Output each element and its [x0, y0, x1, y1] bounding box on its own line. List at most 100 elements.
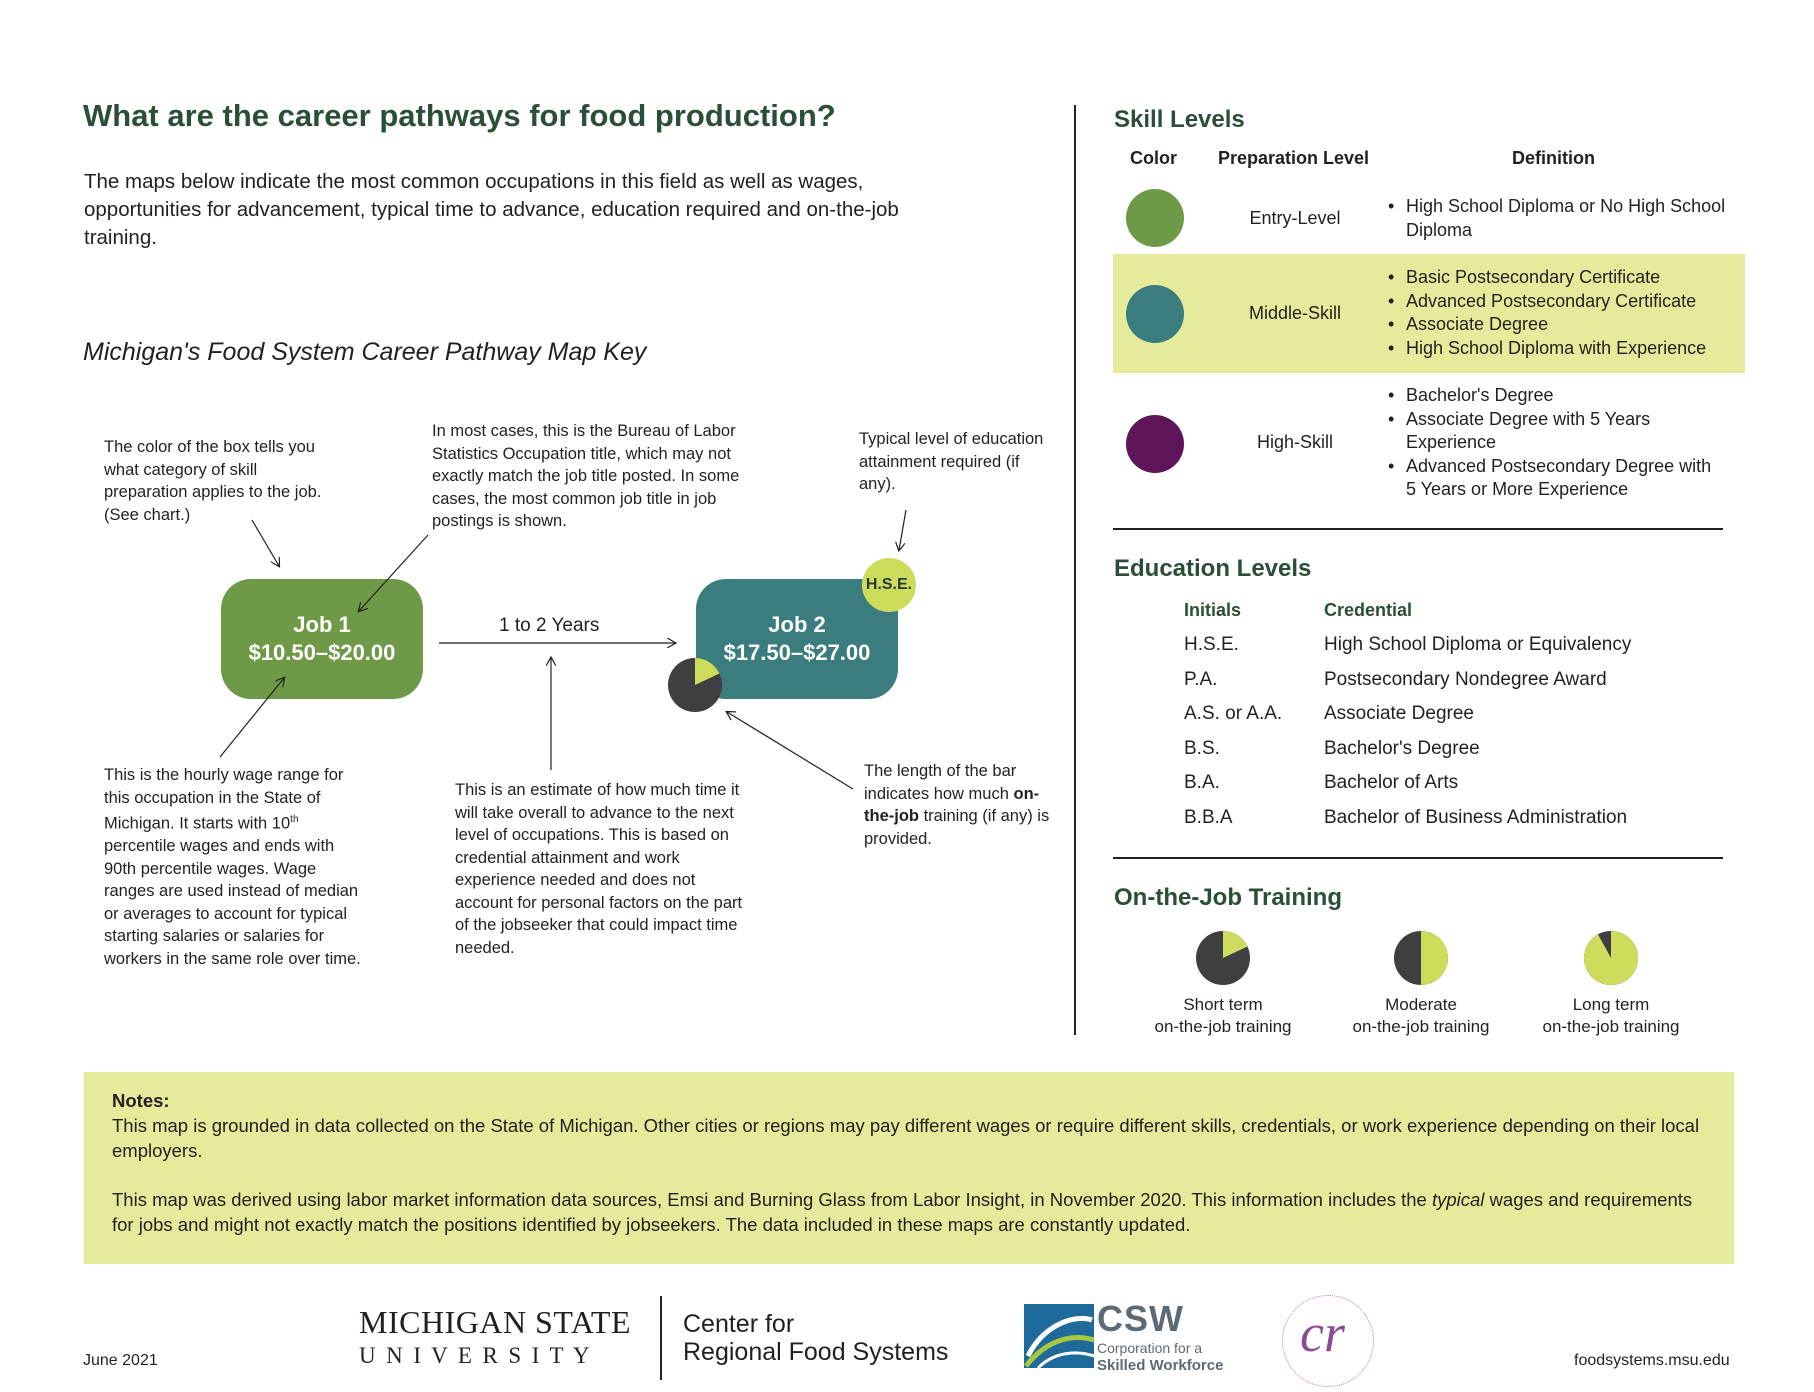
high-skill-label: High-Skill — [1256, 432, 1334, 452]
divider-education-otj — [1113, 857, 1723, 859]
crfs-name: Center for Regional Food Systems — [683, 1310, 949, 1366]
education-levels-title: Education Levels — [1114, 555, 1312, 582]
arrow-to-wage — [219, 678, 284, 758]
notes-paragraph-1: This map is grounded in data collected o… — [112, 1115, 1700, 1161]
job2-wage: $17.50–$27.00 — [723, 640, 871, 665]
job1-wage: $10.50–$20.00 — [248, 640, 396, 665]
middle-skill-definition: Basic Postsecondary CertificateAdvanced … — [1386, 266, 1736, 360]
note-box-color: The color of the box tells you what cate… — [104, 438, 322, 524]
note-education: Typical level of education attainment re… — [859, 430, 1044, 493]
high-skill-definition: Bachelor's DegreeAssociate Degree with 5… — [1386, 384, 1726, 502]
education-credential: Associate Degree — [1324, 703, 1474, 724]
definition-item: Associate Degree — [1386, 313, 1736, 337]
page-title: What are the career pathways for food pr… — [83, 98, 836, 133]
key-title: Michigan's Food System Career Pathway Ma… — [83, 338, 647, 366]
education-row: B.S. Bachelor's Degree — [1184, 738, 1744, 773]
key-pie-slice — [695, 658, 720, 685]
entry-level-definition: High School Diploma or No High School Di… — [1386, 195, 1726, 242]
high-skill-color-dot — [1126, 415, 1184, 473]
entry-level-color-dot — [1126, 189, 1184, 247]
education-initials: B.A. — [1184, 772, 1220, 793]
definition-item: Advanced Postsecondary Degree with 5 Yea… — [1386, 455, 1726, 502]
footer-url[interactable]: foodsystems.msu.edu — [1574, 1352, 1730, 1369]
education-row: H.S.E. High School Diploma or Equivalency — [1184, 634, 1744, 669]
education-credential: Bachelor's Degree — [1324, 737, 1480, 759]
footer-date: June 2021 — [83, 1352, 158, 1369]
note-time-estimate: This is an estimate of how much time it … — [455, 781, 743, 957]
definition-item: High School Diploma or No High School Di… — [1386, 195, 1726, 242]
arrow-to-box-color — [251, 519, 279, 566]
skill-col-definition: Definition — [1512, 148, 1595, 168]
otj-title: On-the-Job Training — [1114, 884, 1342, 911]
arrow-to-job-title — [359, 534, 429, 611]
otj-pie-slice — [1584, 931, 1638, 985]
definition-item: Associate Degree with 5 Years Experience — [1386, 408, 1726, 455]
job1-title: Job 1 — [293, 612, 351, 637]
notes-box: Notes: This map is grounded in data coll… — [84, 1072, 1734, 1264]
education-initials: A.S. or A.A. — [1184, 703, 1283, 724]
education-initials: B.B.A — [1184, 806, 1233, 828]
education-initials: H.S.E. — [1184, 634, 1239, 655]
notes-paragraph-2: This map was derived using labor market … — [112, 1189, 1693, 1235]
note-wage-range: This is the hourly wage range for this o… — [104, 766, 361, 968]
education-credential: Postsecondary Nondegree Award — [1324, 668, 1607, 690]
edu-col-initials: Initials — [1184, 600, 1242, 620]
edu-col-credential: Credential — [1324, 600, 1413, 620]
designer-mark: cr — [1300, 1303, 1345, 1363]
arrow-to-bar — [727, 712, 854, 790]
arrow-to-badge — [899, 509, 907, 550]
csw-logo-icon — [1024, 1304, 1094, 1368]
job2-title: Job 2 — [768, 612, 826, 637]
education-credential: Bachelor of Business Administration — [1324, 806, 1628, 828]
column-divider — [1074, 105, 1076, 1035]
csw-line1: Corporation for a — [1097, 1340, 1203, 1356]
job1-box: Job 1 $10.50–$20.00 — [221, 579, 423, 699]
divider-skill-education — [1113, 528, 1723, 530]
note-occupation-title: In most cases, this is the Bureau of Lab… — [432, 422, 740, 530]
education-row: B.A. Bachelor of Arts — [1184, 772, 1744, 807]
otj-pie-icon — [1394, 931, 1448, 985]
notes-heading: Notes: — [112, 1090, 170, 1111]
skill-col-prep: Preparation Level — [1218, 148, 1370, 168]
msu-wordmark-university: U N I V E R S I T Y — [359, 1343, 592, 1368]
otj-pie-slice — [1421, 931, 1448, 985]
definition-item: Advanced Postsecondary Certificate — [1386, 290, 1736, 314]
education-initials: B.S. — [1184, 737, 1220, 759]
definition-item: High School Diploma with Experience — [1386, 337, 1736, 361]
otj-pie-icon — [1196, 931, 1250, 985]
education-badge: H.S.E. — [862, 558, 916, 612]
msu-wordmark: MICHIGAN STATE — [359, 1304, 631, 1340]
education-initials: P.A. — [1184, 668, 1218, 690]
intro-text: The maps below indicate the most common … — [84, 170, 899, 249]
education-row: P.A. Postsecondary Nondegree Award — [1184, 669, 1744, 704]
education-table: H.S.E. High School Diploma or Equivalency… — [1184, 634, 1744, 841]
entry-level-label: Entry-Level — [1249, 208, 1341, 228]
skill-col-color: Color — [1130, 148, 1177, 168]
otj-pie-icon — [1584, 931, 1638, 985]
otj-pie-slice — [1223, 931, 1248, 958]
skill-levels-title: Skill Levels — [1114, 106, 1245, 133]
education-row: A.S. or A.A. Associate Degree — [1184, 703, 1744, 738]
middle-skill-label: Middle-Skill — [1248, 303, 1342, 323]
advance-time-label: 1 to 2 Years — [499, 615, 600, 636]
footer-logo-divider — [660, 1296, 662, 1380]
designer-logo-icon — [1282, 1295, 1374, 1387]
csw-wordmark: CSW — [1097, 1298, 1184, 1339]
definition-item: Basic Postsecondary Certificate — [1386, 266, 1736, 290]
education-row: B.B.A Bachelor of Business Administration — [1184, 807, 1744, 842]
middle-skill-color-dot — [1126, 285, 1184, 343]
education-credential: High School Diploma or Equivalency — [1324, 634, 1632, 655]
definition-item: Bachelor's Degree — [1386, 384, 1726, 408]
note-training-bar: The length of the bar indicates how much… — [864, 762, 1050, 848]
job2-box: Job 2 $17.50–$27.00 — [696, 579, 898, 699]
csw-line2: Skilled Workforce — [1097, 1357, 1224, 1374]
education-credential: Bachelor of Arts — [1324, 772, 1459, 793]
